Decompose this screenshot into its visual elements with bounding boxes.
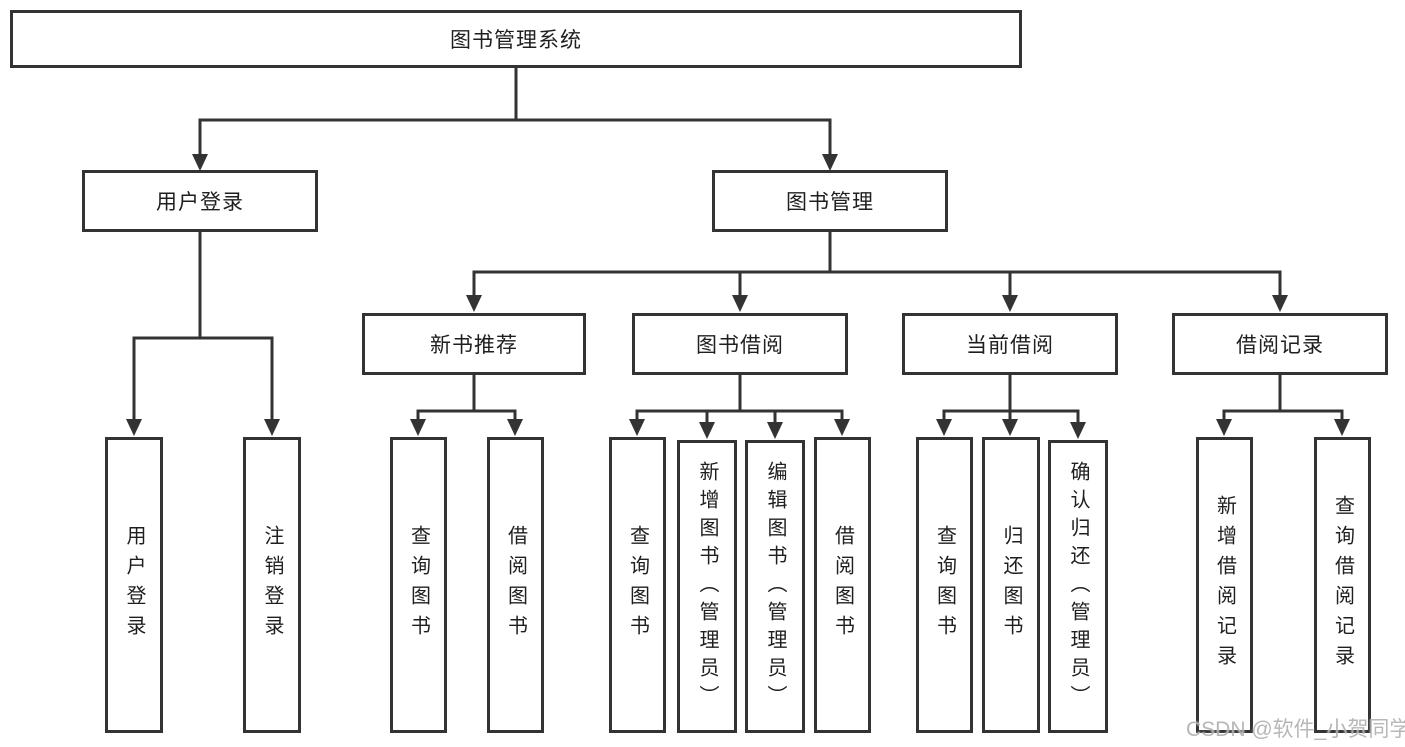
node-borrow-records: 借阅记录	[1172, 313, 1388, 375]
watermark: CSDN @软件_小贺同学	[1186, 718, 1405, 741]
node-label: 借阅记录	[1236, 334, 1324, 357]
leaf-label: 查询图书	[626, 525, 649, 645]
leaf-label: 新增图书（管理员）	[696, 460, 718, 713]
node-book-management: 图书管理	[712, 170, 948, 232]
node-new-book-recommend: 新书推荐	[362, 313, 586, 375]
leaf-cb-return-books: 归还图书	[982, 437, 1040, 733]
leaf-label: 用户登录	[123, 525, 145, 645]
node-library-system: 图书管理系统	[10, 10, 1022, 68]
leaf-bb-edit-book-admin: 编辑图书（管理员）	[745, 440, 805, 733]
leaf-label: 查询借阅记录	[1331, 495, 1354, 675]
leaf-label: 编辑图书（管理员）	[764, 460, 786, 713]
leaf-bb-add-book-admin: 新增图书（管理员）	[677, 440, 737, 733]
leaf-label: 借阅图书	[831, 525, 854, 645]
leaf-label: 注销登录	[261, 525, 283, 645]
leaf-cb-confirm-return-admin: 确认归还（管理员）	[1048, 440, 1108, 733]
leaf-label: 查询图书	[933, 525, 956, 645]
leaf-label: 查询图书	[407, 525, 430, 645]
leaf-label: 归还图书	[1000, 525, 1022, 645]
leaf-nbr-query-books: 查询图书	[390, 437, 447, 733]
leaf-label: 新增借阅记录	[1213, 495, 1236, 675]
leaf-logout: 注销登录	[243, 437, 301, 733]
node-book-borrow: 图书借阅	[632, 313, 848, 375]
leaf-label: 借阅图书	[504, 525, 527, 645]
leaf-label: 确认归还（管理员）	[1067, 460, 1089, 713]
leaf-cb-query-books: 查询图书	[916, 437, 973, 733]
node-label: 用户登录	[156, 191, 244, 214]
node-current-borrow: 当前借阅	[902, 313, 1118, 375]
leaf-br-query-record: 查询借阅记录	[1314, 437, 1371, 733]
leaf-bb-borrow-books: 借阅图书	[814, 437, 871, 733]
leaf-bb-query-books: 查询图书	[609, 437, 666, 733]
node-label: 图书管理系统	[450, 29, 582, 52]
node-user-login: 用户登录	[82, 170, 318, 232]
leaf-br-add-record: 新增借阅记录	[1196, 437, 1253, 733]
node-label: 当前借阅	[966, 334, 1054, 357]
leaf-user-login: 用户登录	[105, 437, 163, 733]
node-label: 新书推荐	[430, 334, 518, 357]
node-label: 图书借阅	[696, 334, 784, 357]
node-label: 图书管理	[786, 191, 874, 214]
leaf-nbr-borrow-books: 借阅图书	[487, 437, 544, 733]
